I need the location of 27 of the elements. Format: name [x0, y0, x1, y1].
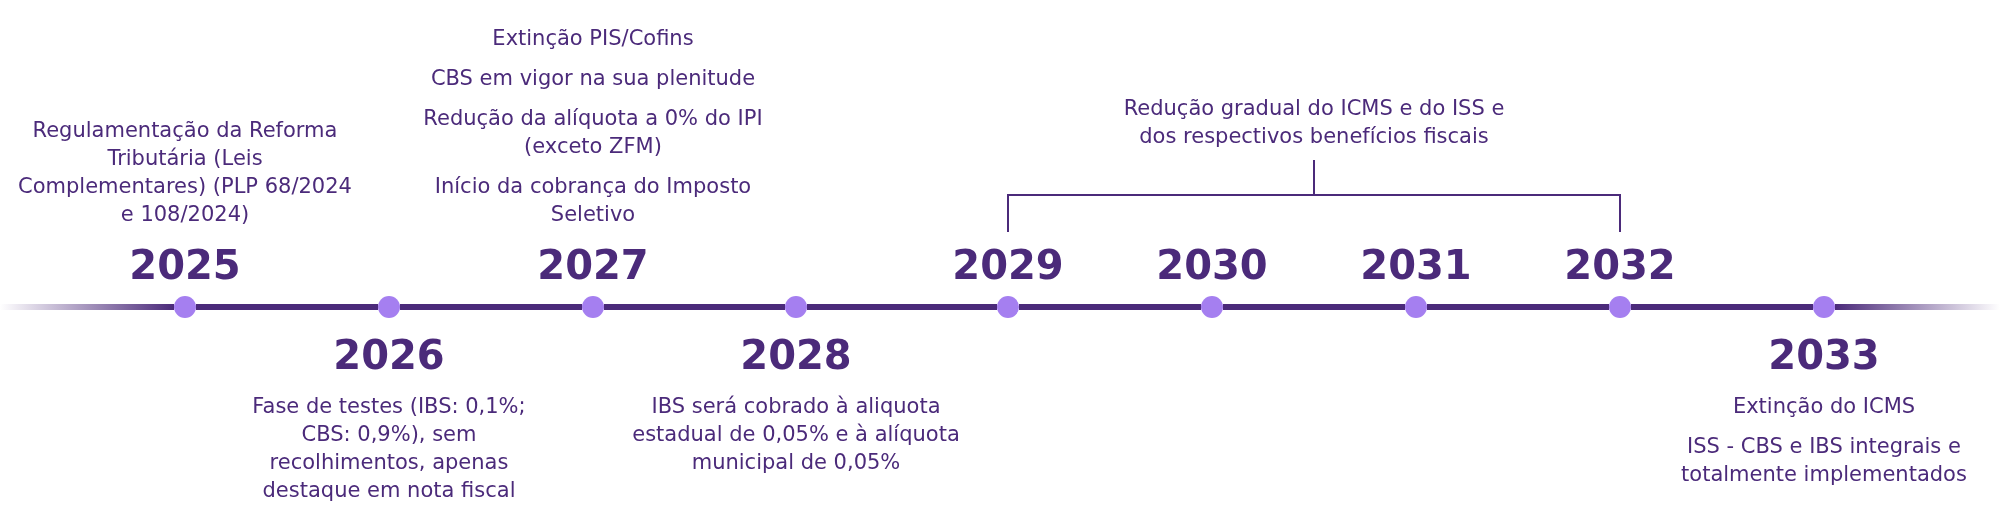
timeline-segment	[1223, 304, 1405, 310]
year-label: 2030	[1156, 241, 1268, 290]
event-note: IBS será cobrado à aliquota estadual de 0,05% e à alíquota municipal de 0,05%	[631, 393, 961, 476]
timeline-segment	[400, 304, 582, 310]
timeline-segment	[196, 304, 378, 310]
year-label: 2031	[1360, 241, 1472, 290]
event-note: Extinção PIS/Cofins	[492, 25, 694, 52]
timeline-segment	[1019, 304, 1201, 310]
year-label: 2028	[740, 331, 852, 380]
timeline-segment	[807, 304, 997, 310]
year-label: 2025	[129, 241, 241, 290]
event-note: Início da cobrança do Imposto Seletivo	[433, 173, 753, 228]
event-note: Redução da alíquota a 0% do IPI (exceto ZFM)	[422, 105, 764, 160]
event-note: Regulamentação da Reforma Tributária (Leis Complementares) (PLP 68/2024 e 108/2024)	[17, 117, 353, 228]
event-note: Extinção do ICMS	[1732, 393, 1916, 420]
bracket-label: Redução gradual do ICMS e do ISS e dos respectivos benefícios fiscais	[1122, 95, 1506, 150]
timeline-segment	[604, 304, 785, 310]
year-label: 2033	[1768, 331, 1880, 380]
timeline-segment	[1427, 304, 1609, 310]
year-label: 2032	[1564, 241, 1676, 290]
year-label: 2027	[537, 241, 649, 290]
year-label: 2029	[952, 241, 1064, 290]
event-note: Fase de testes (IBS: 0,1%; CBS: 0,9%), sem recolhimentos, apenas destaque em nota fiscal	[251, 393, 527, 504]
timeline-segment	[1631, 304, 1813, 310]
event-note: ISS - CBS e IBS integrais e totalmente implementados	[1680, 433, 1968, 488]
year-label: 2026	[333, 331, 445, 380]
event-note: CBS em vigor na sua plenitude	[430, 65, 756, 92]
